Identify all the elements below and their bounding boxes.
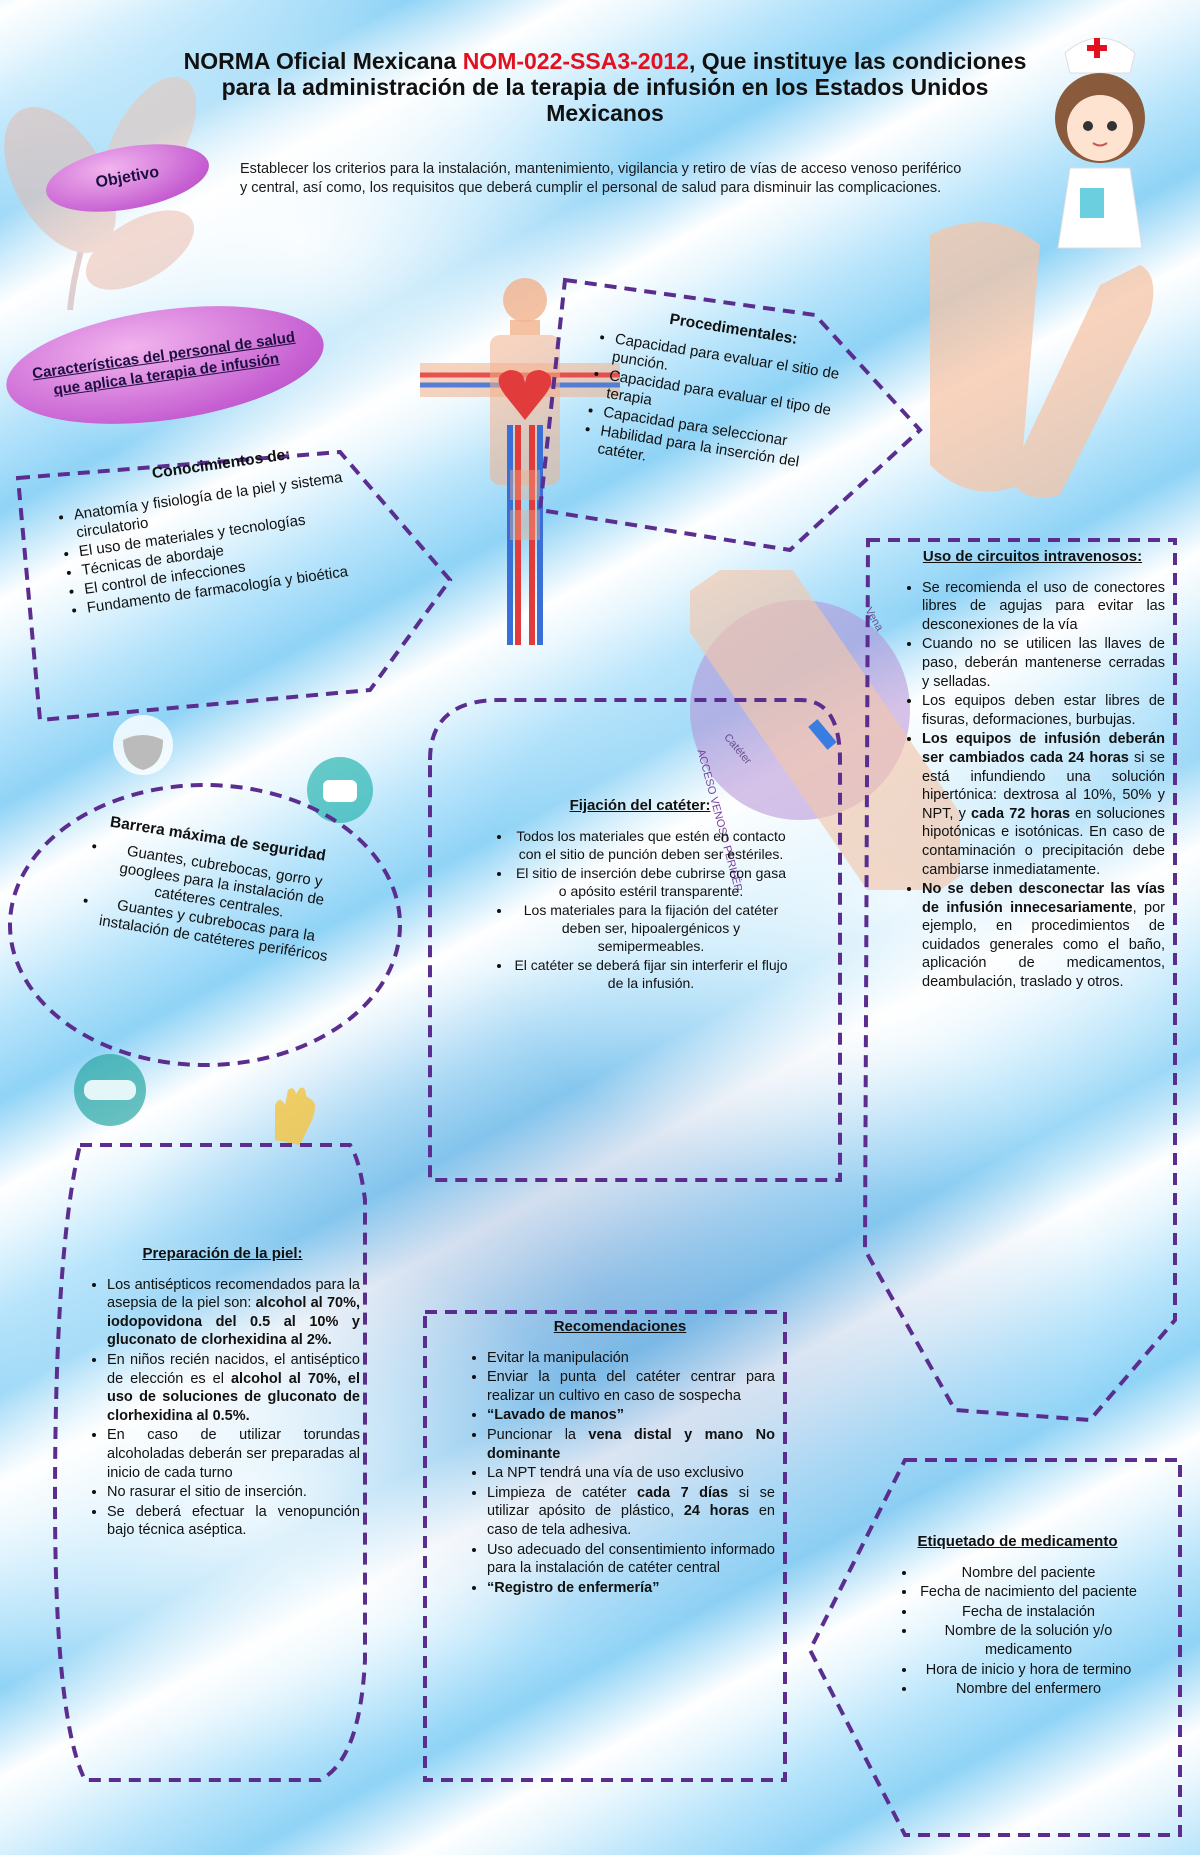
list-item: El sitio de inserción debe cubrirse con … — [512, 864, 790, 900]
list-item: Limpieza de catéter cada 7 días si se ut… — [487, 1484, 775, 1540]
list-item: No rasurar el sitio de inserción. — [107, 1483, 360, 1502]
list-item: Todos los materiales que estén en contac… — [512, 827, 790, 863]
list-item: Nombre de la solución y/o medicamento — [917, 1622, 1140, 1659]
list-item: Los materiales para la fijación del caté… — [512, 901, 790, 955]
list-item: Hora de inicio y hora de termino — [917, 1661, 1140, 1680]
list-item: Uso adecuado del consentimiento informad… — [487, 1541, 775, 1578]
text: en soluciones hipotónicas e isotónicas. … — [922, 805, 1165, 878]
face-mask-icon — [113, 715, 173, 775]
title-suffix: , Que instituye las condiciones para la … — [221, 48, 1027, 126]
gloves-icon — [275, 1087, 315, 1145]
bold-text: vena distal y mano No dominante — [487, 1426, 775, 1462]
bold-text: cada 72 horas — [971, 805, 1071, 822]
conocimientos-frame — [15, 449, 453, 723]
text: si se utilizar apósito de plástico, — [487, 1484, 775, 1520]
bold-text: “Registro de enfermería” — [487, 1579, 660, 1596]
bold-text: “Lavado de manos” — [487, 1407, 624, 1424]
bold-text: alcohol al 70%, el uso de soluciones de … — [107, 1370, 361, 1424]
text: , por ejemplo, en procedimientos de cuid… — [922, 899, 1165, 991]
recomendaciones-frame — [423, 1310, 787, 1782]
page-title: NORMA Oficial Mexicana NOM-022-SSA3-2012… — [170, 48, 1040, 126]
piel-frame — [52, 1143, 367, 1782]
list-item: Se deberá efectuar la venopunción bajo t… — [107, 1503, 360, 1540]
bold-text: 24 horas — [683, 1503, 750, 1520]
list-item: Los equipos deben estar libres de fisura… — [922, 692, 1165, 729]
text: en caso de tela adhesiva. — [487, 1503, 775, 1538]
goggles-icon — [74, 1054, 146, 1126]
list-item: Se recomienda el uso de conectores libre… — [922, 579, 1165, 635]
etiquetado-frame — [807, 1458, 1182, 1837]
objetivo-text: Establecer los criterios para la instala… — [240, 161, 962, 196]
list-item: Cuando no se utilicen las llaves de paso… — [922, 635, 1165, 691]
fijacion-heading: Fijación del catéter: — [569, 797, 711, 814]
circuitos-heading: Uso de circuitos intravenosos: — [922, 548, 1143, 565]
piel-heading: Preparación de la piel: — [142, 1245, 303, 1262]
circulatory-system-icon — [420, 278, 620, 645]
bold-text: cada 7 días — [637, 1484, 729, 1501]
circuitos-frame — [862, 538, 1177, 1423]
bold-text: No se deben desconectar las vías de infu… — [922, 881, 1165, 916]
list-item: La NPT tendrá una vía de uso exclusivo — [487, 1464, 775, 1483]
list-item: Evitar la manipulación — [487, 1349, 775, 1368]
recomendaciones-section: Recomendaciones Evitar la manipulación E… — [465, 1318, 775, 1598]
list-item: “Lavado de manos” — [487, 1406, 775, 1425]
piel-section: Preparación de la piel: Los antisépticos… — [85, 1245, 360, 1541]
mask-icon — [307, 757, 373, 823]
text: En niños recién nacidos, el antiséptico … — [107, 1351, 360, 1387]
circuitos-section: Uso de circuitos intravenosos: Se recomi… — [900, 548, 1165, 1255]
list-item: Los equipos de infusión deberán ser camb… — [922, 730, 1165, 879]
title-prefix: NORMA Oficial Mexicana — [183, 48, 463, 74]
list-item: Fecha de instalación — [917, 1603, 1140, 1622]
list-item: Fecha de nacimiento del paciente — [917, 1583, 1140, 1602]
etiquetado-heading: Etiquetado de medicamento — [917, 1533, 1118, 1550]
list-item: Enviar la punta del catéter centrar para… — [487, 1368, 775, 1405]
text: si se está infundiendo una solución hipe… — [922, 749, 1165, 822]
iv-arm-illustration: Catéter Vena ACCESO VENOSO PERIFÉRICO — [690, 570, 960, 890]
list-item: Nombre del paciente — [917, 1564, 1140, 1583]
text: Los antisépticos recomendados para la as… — [107, 1276, 360, 1312]
list-item: No se deben desconectar las vías de infu… — [922, 880, 1165, 992]
procedimentales-frame — [537, 277, 923, 553]
list-item: El catéter se deberá fijar sin interferi… — [512, 956, 790, 992]
recomendaciones-heading: Recomendaciones — [553, 1318, 687, 1335]
barrera-frame — [8, 783, 402, 1067]
fijacion-frame — [428, 698, 842, 1182]
fijacion-section: Fijación del catéter: Todos los material… — [490, 797, 790, 993]
text: Limpieza de catéter — [487, 1484, 638, 1501]
title-code: NOM-022-SSA3-2012 — [462, 48, 689, 74]
list-item: Puncionar la vena distal y mano No domin… — [487, 1426, 775, 1463]
bold-text: Los equipos de infusión deberán ser camb… — [922, 731, 1165, 766]
bold-text: alcohol al 70%, iodopovidona del 0.5 al … — [107, 1295, 360, 1349]
list-item: Los antisépticos recomendados para la as… — [107, 1276, 360, 1350]
arm-icon — [930, 222, 1154, 498]
list-item: En niños recién nacidos, el antiséptico … — [107, 1351, 360, 1425]
nurse-icon — [1055, 37, 1145, 249]
text: Puncionar la — [487, 1426, 589, 1443]
etiquetado-section: Etiquetado de medicamento Nombre del pac… — [895, 1533, 1140, 1700]
list-item: “Registro de enfermería” — [487, 1579, 775, 1598]
list-item: Nombre del enfermero — [917, 1680, 1140, 1699]
list-item: En caso de utilizar torundas alcoholadas… — [107, 1426, 360, 1482]
